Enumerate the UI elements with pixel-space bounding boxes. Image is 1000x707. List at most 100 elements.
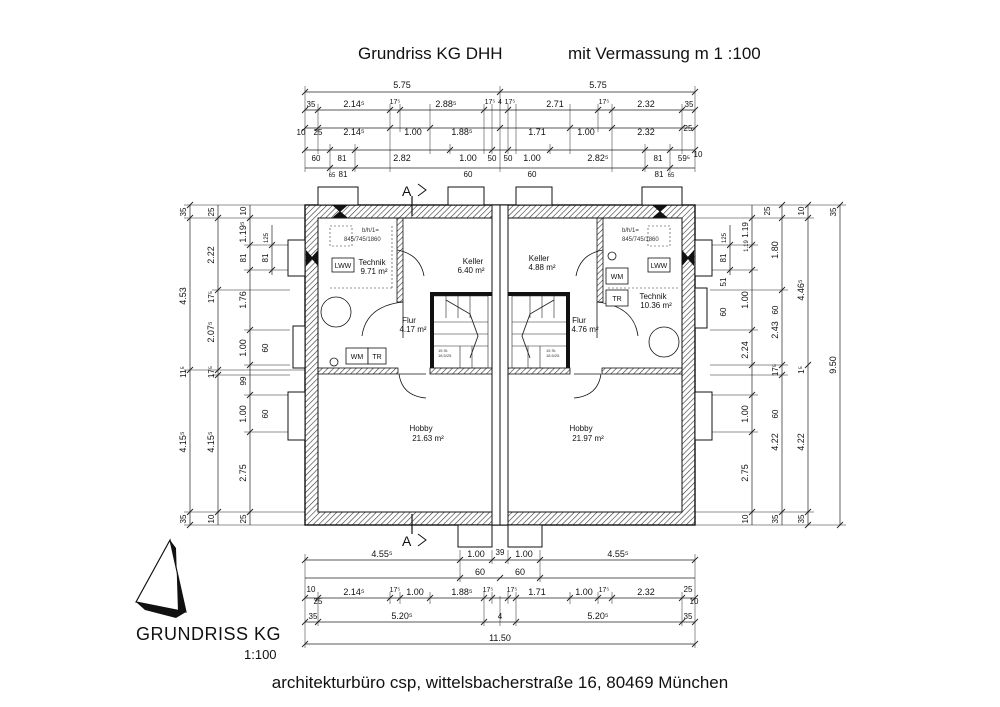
dim-label: 1.00 <box>577 127 595 137</box>
dim-label: 1.00 <box>406 587 424 597</box>
dim-label: 25 <box>314 597 323 606</box>
dim-label: 1.00 <box>523 153 541 163</box>
room-area: 4.88 m² <box>528 263 555 272</box>
dim-label: 1.19 <box>744 240 750 252</box>
dim-label: 10 <box>797 206 806 215</box>
dim-label: 60 <box>261 343 270 352</box>
dim-label: 81 <box>339 170 348 179</box>
dim-label: 4.55⁵ <box>607 549 629 559</box>
dim-label: 2.32 <box>637 127 655 137</box>
room-name: Flur <box>402 316 416 325</box>
dim-label: 60 <box>771 409 780 418</box>
dim-label: 81 <box>655 170 664 179</box>
dim-label: 2.71 <box>546 99 564 109</box>
dim-label: 17⁵ <box>207 366 216 378</box>
tank-symbol <box>648 326 680 358</box>
dim-label: 17⁵ <box>483 587 494 594</box>
dim-label: 10 <box>239 206 248 215</box>
dim-label: 2.32 <box>637 587 655 597</box>
dim-label: 51 <box>719 277 728 286</box>
dim-label: 81 <box>654 154 663 163</box>
dim-label: 39 <box>496 548 505 557</box>
window-spec-a: b/h/1= <box>622 228 639 234</box>
dim-label: 1.00 <box>467 549 485 559</box>
dimension-chains-left <box>184 201 305 529</box>
room-name: Flur <box>572 316 586 325</box>
drain-symbol <box>329 357 339 367</box>
drain-symbol <box>607 251 617 261</box>
dim-label: 1.71 <box>528 587 546 597</box>
dimension-labels-left: 35 4.53 11⁵ 4.15⁵ 35 25 2.22 17⁵ 2.07⁵ 1… <box>178 206 270 523</box>
stair-note-a: 15 St. <box>546 348 556 353</box>
dim-label: 125 <box>264 232 270 243</box>
dim-label: 59⁵ <box>678 154 690 163</box>
legend-scale: 1:100 <box>244 647 277 662</box>
window-spec-b: 845/745/1860 <box>344 237 381 243</box>
dim-label: 35 <box>309 612 318 621</box>
dim-label: 60 <box>528 170 537 179</box>
wm-label: WM <box>351 354 364 361</box>
dim-label: 4 <box>498 612 503 621</box>
dim-label: 4 <box>498 99 502 106</box>
dim-label: 60 <box>515 567 525 577</box>
dim-label: 17⁵ <box>485 99 496 106</box>
window-spec-b: 845/745/1860 <box>622 237 659 243</box>
dim-label: 10 <box>307 585 316 594</box>
dim-label: 2.22 <box>206 246 216 264</box>
room-area: 4.17 m² <box>399 325 426 334</box>
dim-label: 1.71 <box>528 127 546 137</box>
dim-label: 25 <box>314 128 323 137</box>
dim-label: 11.50 <box>489 633 511 643</box>
dim-label: 25 <box>207 207 216 216</box>
dim-label: 1.80 <box>770 241 780 259</box>
lww-label: LWW <box>335 263 352 270</box>
dim-label: 17⁵ <box>507 587 518 594</box>
dim-label: 2.75 <box>740 464 750 482</box>
dim-label: 10 <box>741 514 750 523</box>
dim-label: 17⁵ <box>207 291 216 303</box>
room-name: Keller <box>529 254 550 263</box>
dim-label: 1.00 <box>404 127 422 137</box>
dim-label: 2.24 <box>740 341 750 359</box>
dim-label: 50 <box>488 154 497 163</box>
dim-label: 1.00 <box>515 549 533 559</box>
dimension-chains-right <box>695 201 846 529</box>
fixtures-left: LWW WM TR b/h/1= 845/745/1860 15 St. 18.… <box>320 225 452 367</box>
dim-label: 2.75 <box>238 464 248 482</box>
section-label-bottom: A <box>402 533 412 549</box>
dim-label: 1.76 <box>238 291 248 309</box>
stair-note-b: 18.5/25 <box>438 353 452 358</box>
dim-label: 17⁵ <box>390 587 401 594</box>
doors <box>361 249 639 399</box>
dim-label: 9.50 <box>828 356 838 374</box>
staircase-left <box>434 295 489 369</box>
dim-label: 17⁵ <box>771 364 780 376</box>
dimension-labels-top: 5.75 5.75 35 2.14⁵ 17⁵ 2.88⁵ 17⁵ 4 17⁵ 2… <box>297 80 703 179</box>
dim-label: 1.88⁵ <box>451 587 473 597</box>
dim-label: 1.00 <box>740 291 750 309</box>
dim-label: 2.14⁵ <box>343 99 365 109</box>
dim-label: 17⁵ <box>505 99 516 106</box>
dim-label: 50 <box>504 154 513 163</box>
dim-label: 5.75 <box>393 80 411 90</box>
dim-label: 125 <box>722 232 728 243</box>
dim-label: 2.82⁵ <box>587 153 609 163</box>
room-area: 9.71 m² <box>360 267 387 276</box>
dim-label: 2.14⁵ <box>343 127 365 137</box>
dim-label: 5.20⁵ <box>587 611 609 621</box>
dim-label: 99 <box>239 376 248 385</box>
dim-label: 81 <box>261 253 270 262</box>
dim-label: 25 <box>763 206 772 215</box>
dim-label: 4.22 <box>770 433 780 451</box>
dim-label: 5.20⁵ <box>391 611 413 621</box>
dim-label: 1.00 <box>575 587 593 597</box>
dim-label: 2.88⁵ <box>435 99 457 109</box>
stair-note-a: 15 St. <box>438 348 448 353</box>
dim-label: 17⁵ <box>599 587 610 594</box>
dim-label: 17⁵ <box>599 99 610 106</box>
tr-label: TR <box>372 354 381 361</box>
room-area: 10.36 m² <box>640 301 672 310</box>
dim-label: 2.14⁵ <box>343 587 365 597</box>
dim-label: 4.15⁵ <box>178 431 188 453</box>
room-labels: Technik 9.71 m² Keller 6.40 m² Flur 4.17… <box>358 254 672 443</box>
